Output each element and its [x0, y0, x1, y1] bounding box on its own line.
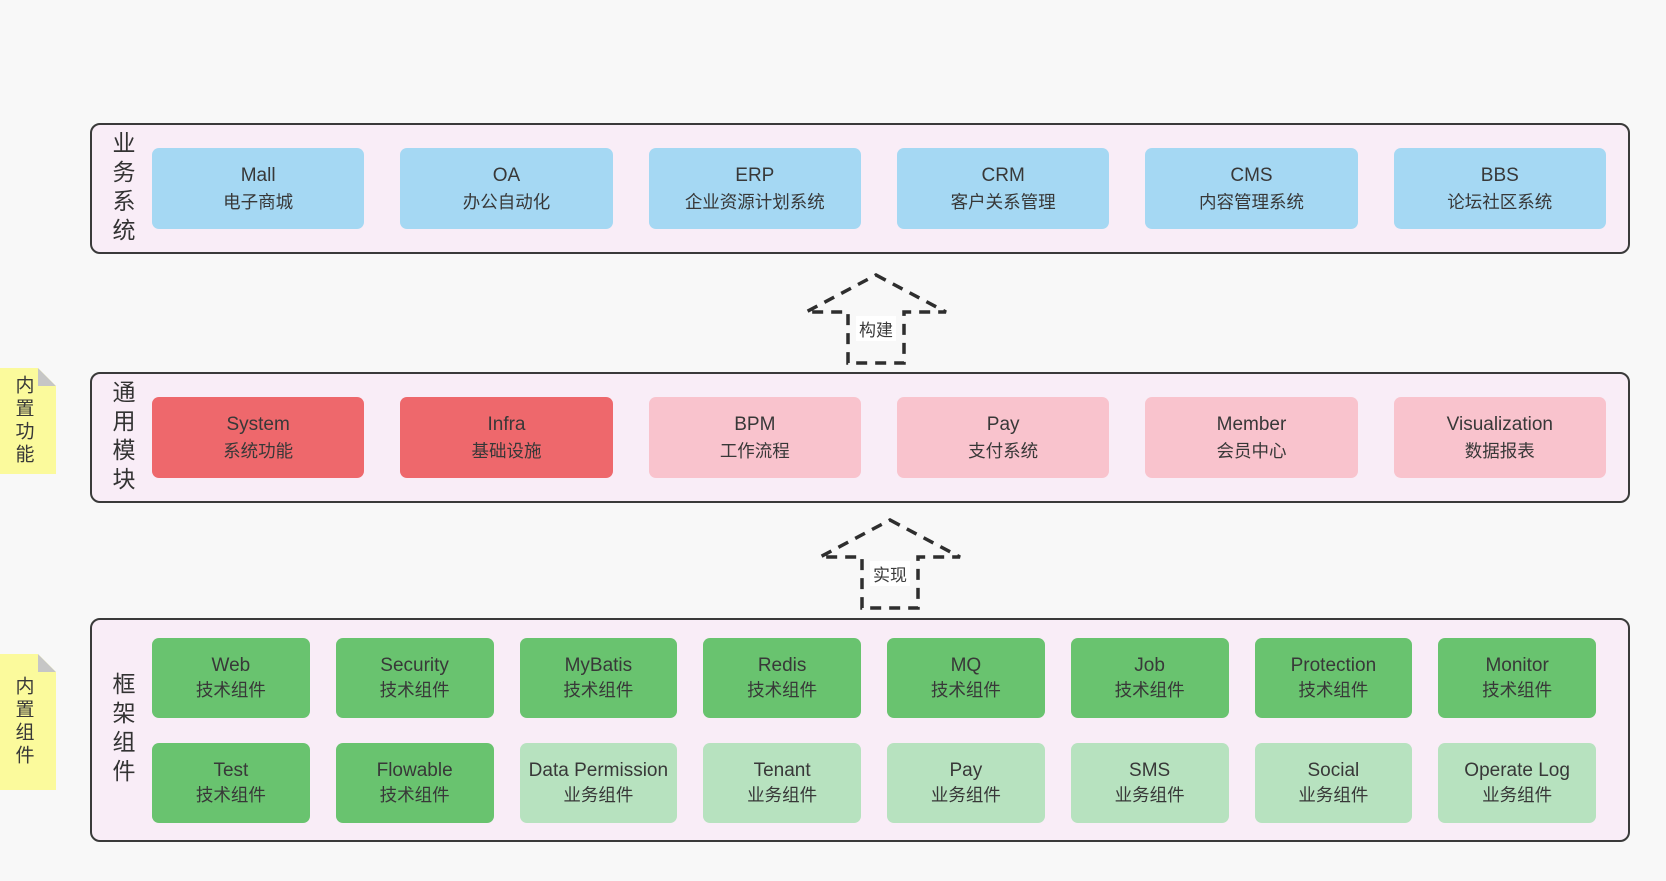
box-infra: Infra 基础设施	[400, 397, 613, 478]
note-label: 内置功能	[12, 375, 34, 467]
box-job: Job 技术组件	[1070, 637, 1229, 718]
component-rows: Web 技术组件 Security 技术组件 MyBatis 技术组件 Redi…	[152, 637, 1628, 823]
box-sms: SMS 业务组件	[1070, 742, 1229, 823]
implement-arrow-label: 实现	[870, 561, 910, 586]
box-crm: CRM 客户关系管理	[896, 148, 1110, 229]
build-arrow-icon: 构建	[803, 272, 949, 366]
box-oa: OA 办公自动化	[400, 148, 613, 229]
box-cms: CMS 内容管理系统	[1145, 148, 1358, 229]
box-bpm: BPM 工作流程	[648, 397, 861, 478]
component-row-1: Web 技术组件 Security 技术组件 MyBatis 技术组件 Redi…	[152, 637, 1596, 718]
component-row-2: Test 技术组件 Flowable 技术组件 Data Permission …	[152, 742, 1596, 823]
section-business-systems: 业务系统 Mall 电子商城 OA 办公自动化 ERP 企业资源计划系统 CRM…	[90, 123, 1630, 254]
box-mybatis: MyBatis 技术组件	[519, 637, 678, 718]
business-items: Mall 电子商城 OA 办公自动化 ERP 企业资源计划系统 CRM 客户关系…	[152, 148, 1628, 229]
box-system: System 系统功能	[152, 397, 365, 478]
section-modules-label: 通用模块	[109, 379, 135, 496]
section-common-modules: 通用模块 System 系统功能 Infra 基础设施 BPM 工作流程 Pay…	[90, 372, 1630, 503]
section-framework-components: 框架组件 Web 技术组件 Security 技术组件 MyBatis 技术组件…	[90, 618, 1630, 842]
box-social: Social 业务组件	[1254, 742, 1413, 823]
box-erp: ERP 企业资源计划系统	[648, 148, 861, 229]
note-fold-icon	[38, 654, 56, 672]
implement-arrow-icon: 实现	[817, 517, 963, 611]
note-label: 内置组件	[12, 676, 34, 768]
box-pay-component: Pay 业务组件	[887, 742, 1045, 823]
note-built-in-features: 内置功能	[0, 368, 56, 474]
box-bbs: BBS 论坛社区系统	[1393, 148, 1606, 229]
box-redis: Redis 技术组件	[703, 637, 861, 718]
box-member: Member 会员中心	[1145, 397, 1358, 478]
note-built-in-components: 内置组件	[0, 654, 56, 790]
box-flowable: Flowable 技术组件	[335, 742, 494, 823]
box-pay-module: Pay 支付系统	[896, 397, 1110, 478]
box-visualization: Visualization 数据报表	[1393, 397, 1606, 478]
section-components-label: 框架组件	[109, 672, 135, 788]
module-items: System 系统功能 Infra 基础设施 BPM 工作流程 Pay 支付系统…	[152, 397, 1628, 478]
box-operate-log: Operate Log 业务组件	[1438, 742, 1596, 823]
note-fold-icon	[38, 368, 56, 386]
build-arrow-label: 构建	[856, 316, 896, 341]
box-web: Web 技术组件	[152, 637, 310, 718]
box-mq: MQ 技术组件	[887, 637, 1045, 718]
box-data-permission: Data Permission 业务组件	[519, 742, 678, 823]
box-monitor: Monitor 技术组件	[1438, 637, 1596, 718]
box-test: Test 技术组件	[152, 742, 310, 823]
box-tenant: Tenant 业务组件	[703, 742, 861, 823]
box-protection: Protection 技术组件	[1254, 637, 1413, 718]
box-security: Security 技术组件	[335, 637, 494, 718]
section-business-label: 业务系统	[109, 130, 135, 247]
box-mall: Mall 电子商城	[152, 148, 365, 229]
